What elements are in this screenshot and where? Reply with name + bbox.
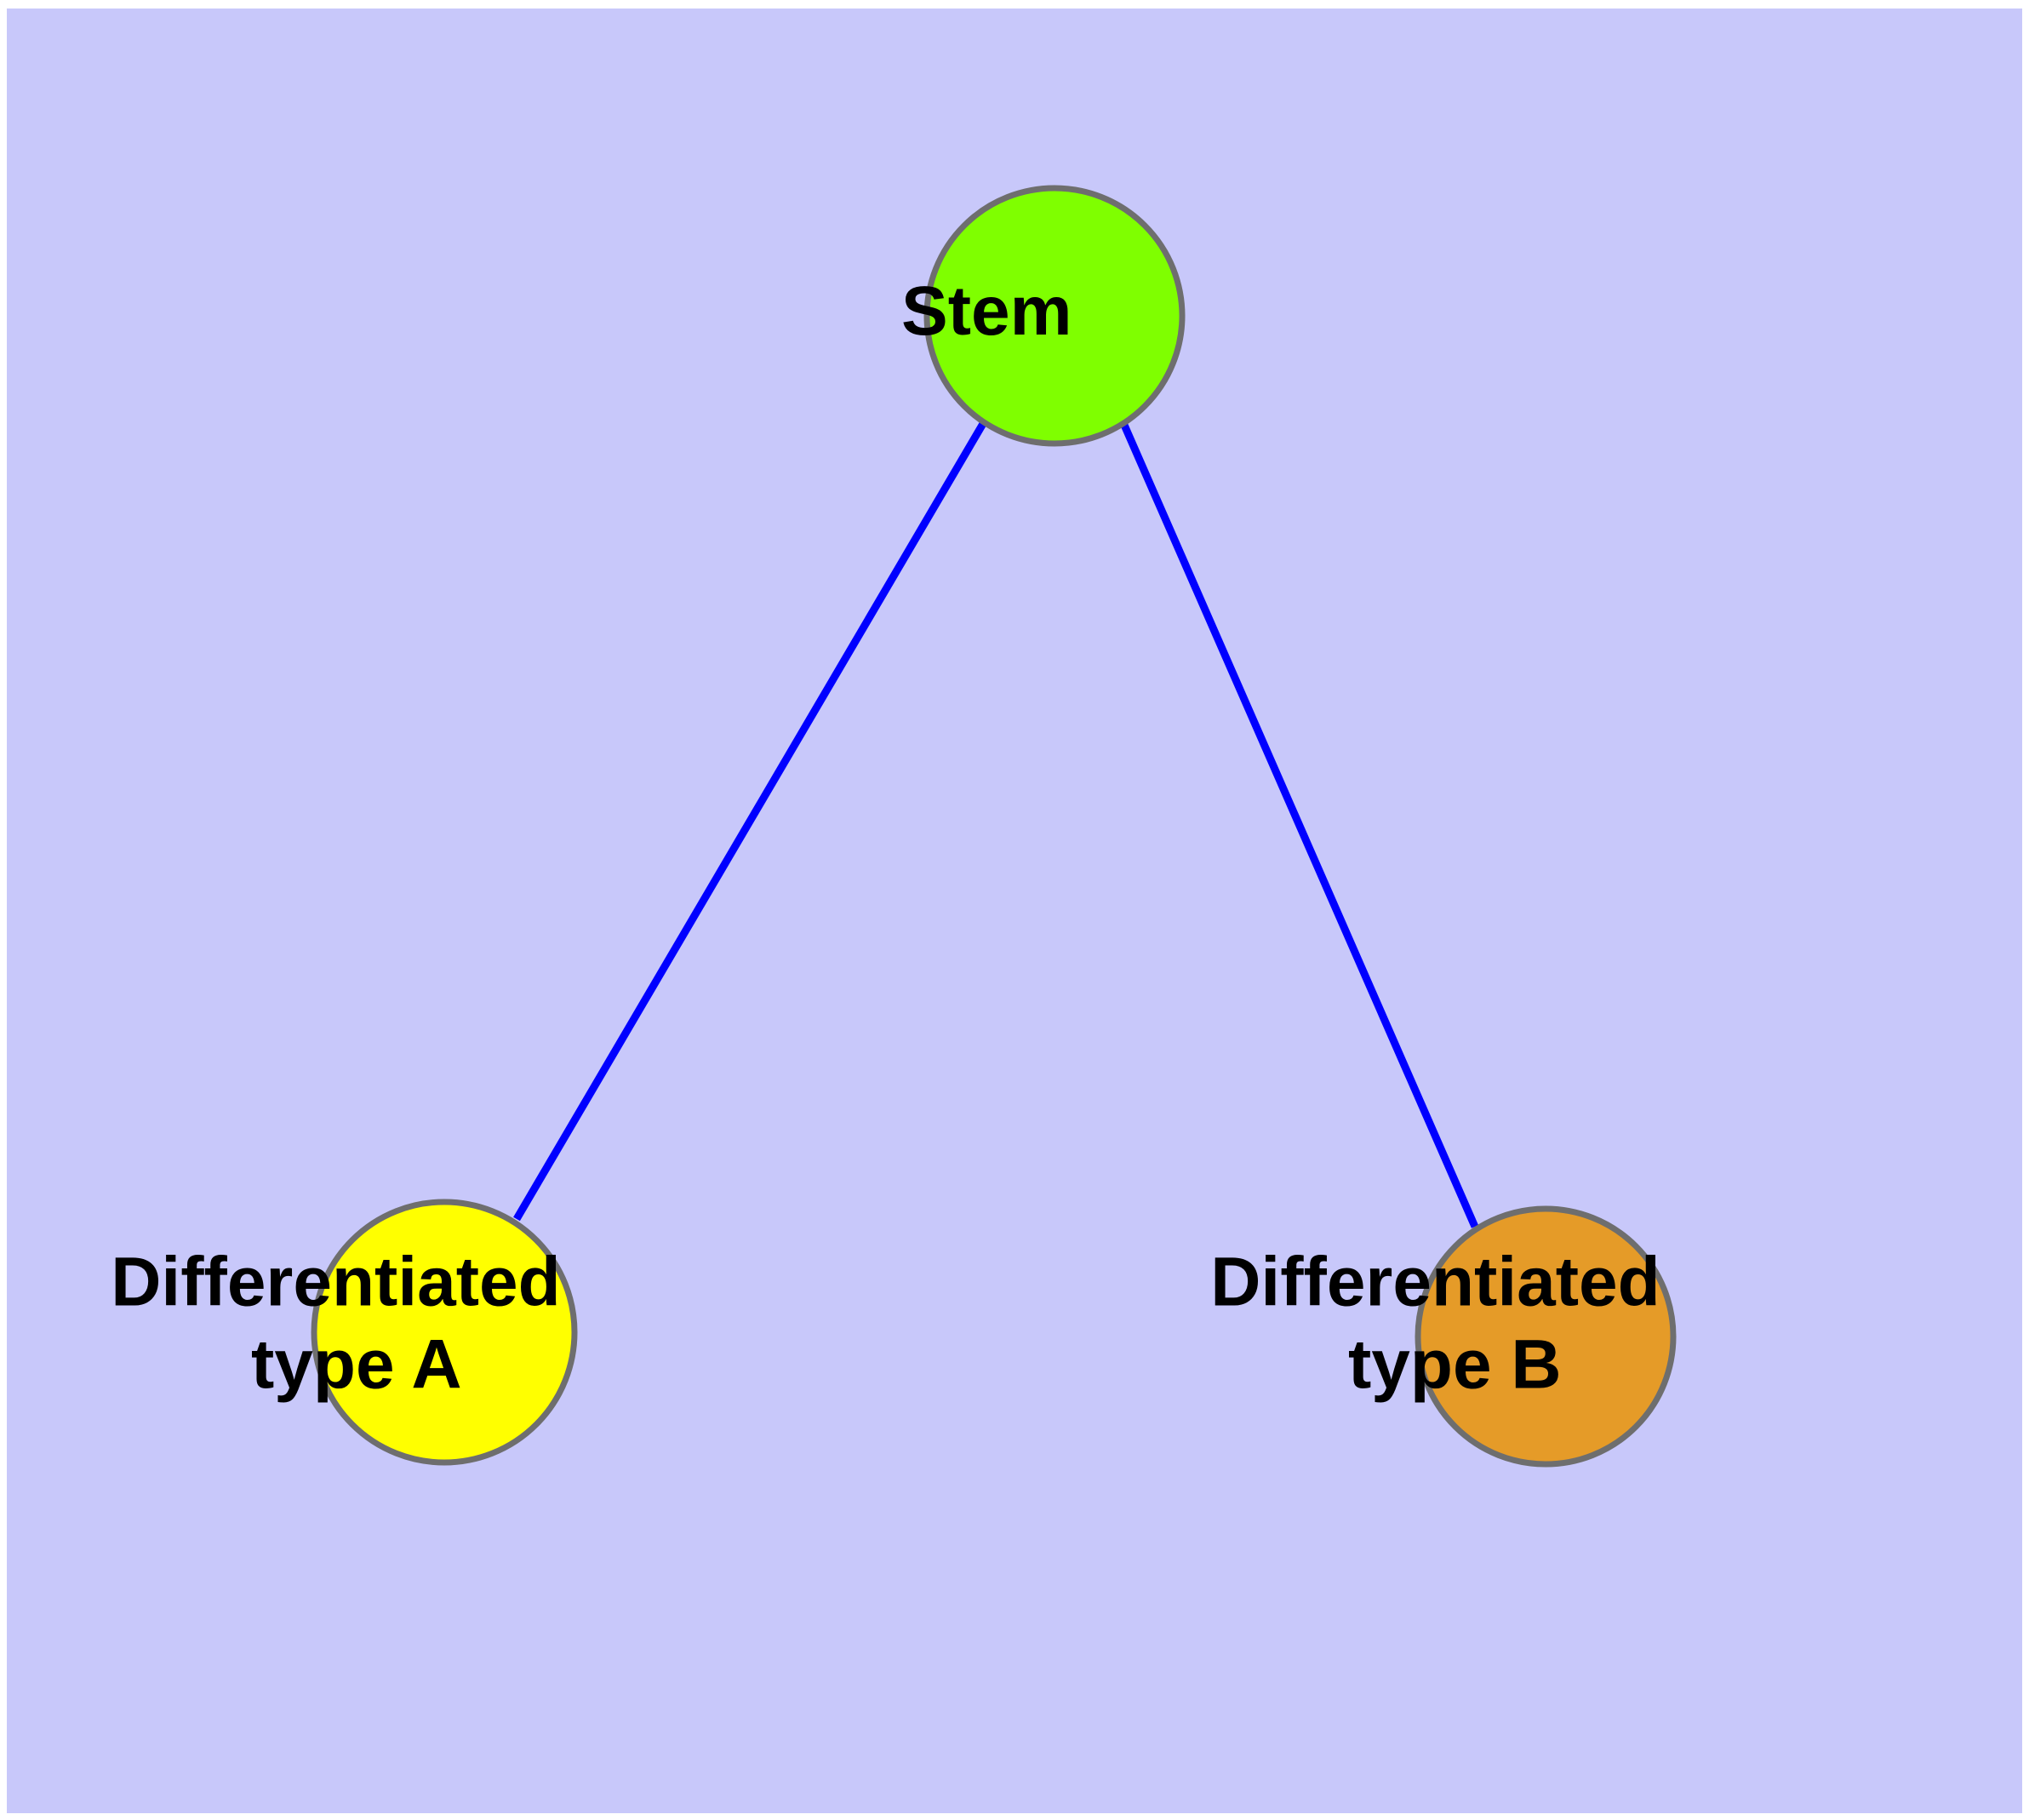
node-label-differentiated-type-b: Differentiated type B: [1210, 1243, 1835, 1403]
node-label-diff-a-line1: Differentiated: [111, 1243, 561, 1320]
node-label-differentiated-type-a: Differentiated type A: [111, 1243, 735, 1403]
edges-group: [513, 420, 1479, 1228]
node-label-stem: Stem: [901, 272, 1208, 350]
node-label-diff-b-line2: type B: [1348, 1325, 1562, 1403]
edge-stem-to-differentiated-type-a[interactable]: [513, 420, 987, 1222]
node-label-stem-line1: Stem: [901, 272, 1072, 350]
node-label-diff-b-line1: Differentiated: [1210, 1243, 1660, 1320]
labels-group: Stem Differentiated type A Differentiate…: [111, 272, 1835, 1403]
node-differentiated-type-b[interactable]: [1415, 1205, 1677, 1468]
node-stem[interactable]: [923, 185, 1186, 447]
nodes-group: [311, 185, 1677, 1468]
edge-stem-to-differentiated-type-b[interactable]: [1119, 421, 1479, 1228]
node-differentiated-type-a[interactable]: [311, 1199, 578, 1466]
node-label-diff-a-line2: type A: [251, 1325, 460, 1403]
